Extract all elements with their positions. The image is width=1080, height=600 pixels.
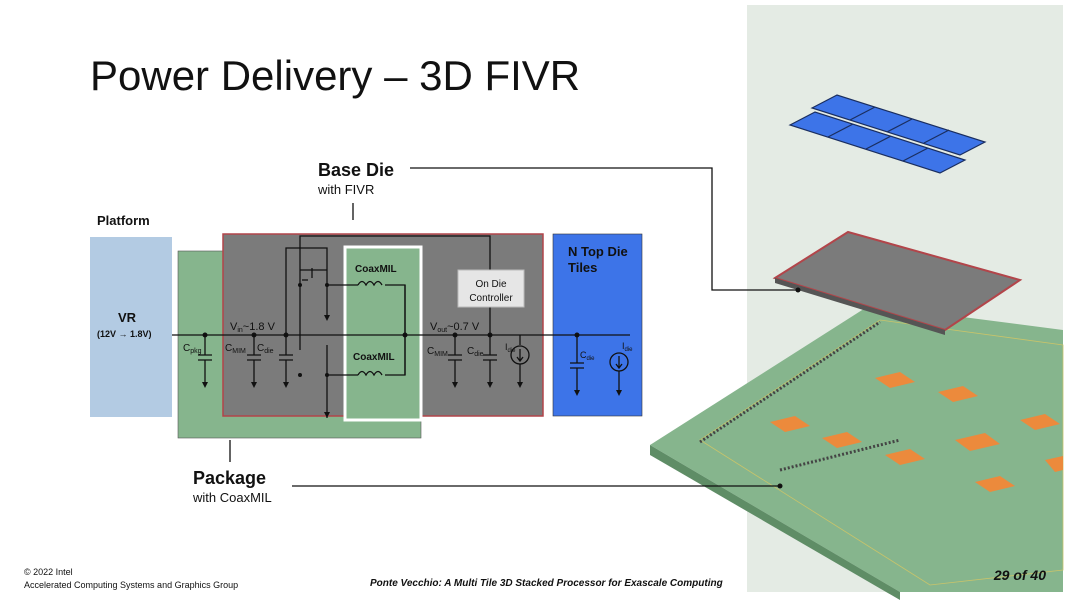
package-pads <box>770 372 1063 492</box>
top-die-label-1: N Top Die <box>568 244 628 259</box>
platform-block <box>90 237 172 417</box>
vr-range: (12V → 1.8V) <box>97 329 152 339</box>
page-number: 29 of 40 <box>993 567 1046 583</box>
coaxmil-block <box>343 245 423 422</box>
base-die-sublabel: with FIVR <box>317 182 374 197</box>
package-substrate <box>650 305 1063 592</box>
component-labels: Cpkg CMIM Cdie CMIM Cdie Idie Cdie Idie <box>183 341 633 362</box>
circuit-wires <box>172 235 630 418</box>
coaxmil-label-bottom: CoaxMIL <box>353 352 395 363</box>
slide-title: Power Delivery – 3D FIVR <box>90 52 580 99</box>
controller-label-1: On Die <box>475 279 507 290</box>
vout-label: Vout~0.7 V <box>430 321 480 334</box>
svg-text:Cpkg: Cpkg <box>183 343 202 355</box>
base-die-layer <box>772 230 1023 332</box>
coaxmil-label-top: CoaxMIL <box>355 264 397 275</box>
3d-stack-illustration <box>292 5 1064 600</box>
vr-label: VR <box>118 310 137 325</box>
platform-label: Platform <box>97 213 150 228</box>
top-die-label-2: Tiles <box>568 260 597 275</box>
svg-text:CMIM: CMIM <box>427 346 448 358</box>
footer-paper-title: Ponte Vecchio: A Multi Tile 3D Stacked P… <box>370 578 723 589</box>
top-die-block <box>552 233 643 417</box>
svg-text:CMIM: CMIM <box>225 343 246 355</box>
footer-copyright: © 2022 Intel <box>24 567 73 577</box>
svg-text:Cdie: Cdie <box>257 343 274 355</box>
package-label: Package <box>193 468 266 488</box>
controller-label-2: Controller <box>469 293 513 304</box>
top-die-tiles <box>788 94 987 174</box>
package-sublabel: with CoaxMIL <box>192 490 272 505</box>
capacitors <box>198 315 629 418</box>
svg-text:Cdie: Cdie <box>580 350 595 362</box>
svg-text:Idie: Idie <box>622 341 633 353</box>
vin-label: Vin~1.8 V <box>230 321 276 334</box>
base-die-label: Base Die <box>318 160 394 180</box>
svg-text:Idie: Idie <box>505 342 516 354</box>
svg-text:Cdie: Cdie <box>467 346 484 358</box>
on-die-controller-block <box>457 269 525 308</box>
footer-group: Accelerated Computing Systems and Graphi… <box>24 580 238 590</box>
